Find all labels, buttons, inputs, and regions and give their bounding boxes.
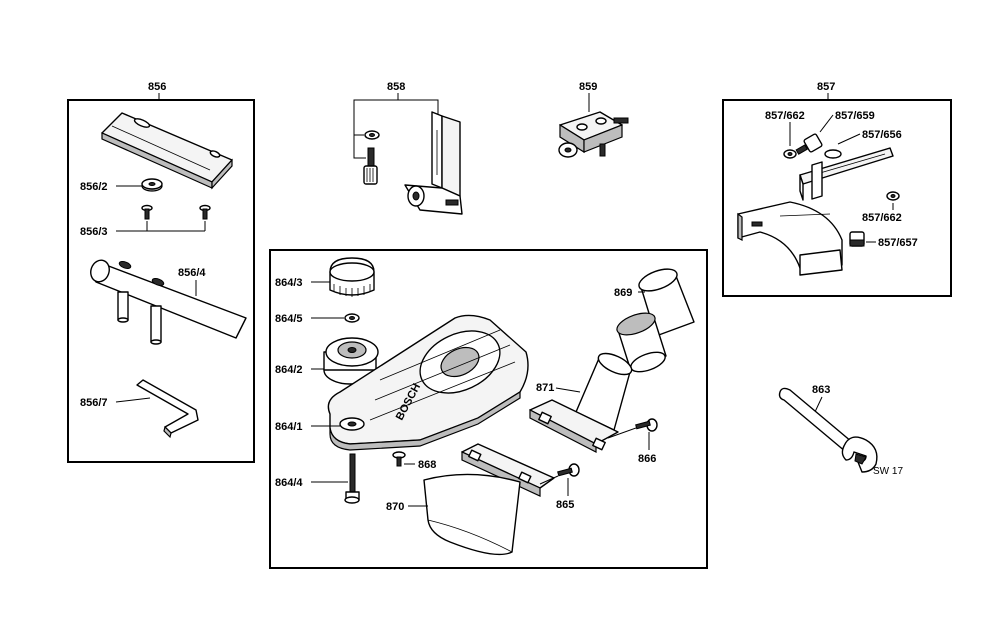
part-869-pipe xyxy=(616,268,695,373)
group-label-856: 856 xyxy=(148,81,166,93)
part-863-wrench xyxy=(778,387,878,473)
label-857-657: 857/657 xyxy=(878,237,918,249)
leader-858 xyxy=(353,99,439,135)
part-870-hood xyxy=(423,443,555,556)
group-label-863: 863 xyxy=(812,384,830,396)
group-857: 857 857/662 857/659 857/656 857/662 857/… xyxy=(722,81,952,297)
label-870: 870 xyxy=(386,501,404,513)
group-863: 863 SW 17 xyxy=(778,384,903,477)
label-871: 871 xyxy=(536,382,554,394)
part-864-4-bolt xyxy=(344,453,360,504)
label-857-662b: 857/662 xyxy=(862,212,902,224)
label-857-662a: 857/662 xyxy=(765,110,805,122)
part-858-bracket xyxy=(404,111,463,215)
part-856-7-hex-key xyxy=(136,379,199,439)
part-859-guide xyxy=(558,111,629,158)
part-871-adapter xyxy=(529,352,633,453)
label-864-4: 864/4 xyxy=(275,477,303,489)
label-864-5: 864/5 xyxy=(275,313,303,325)
part-857-656-disk xyxy=(824,149,842,159)
label-856-7: 856/7 xyxy=(80,397,108,409)
group-box-main xyxy=(269,249,708,569)
part-857-base xyxy=(737,201,843,276)
label-864-2: 864/2 xyxy=(275,364,303,376)
part-857-659-knob xyxy=(795,133,823,155)
group-main-base: 864/3 864/5 864/2 BOSCH 864/1 xyxy=(269,249,708,569)
label-868: 868 xyxy=(418,459,436,471)
label-856-4: 856/4 xyxy=(178,267,206,279)
label-866: 866 xyxy=(638,453,656,465)
part-865-screw xyxy=(557,463,580,477)
part-856-4-rail xyxy=(90,259,247,345)
part-857-657-clamp xyxy=(849,231,865,247)
label-869: 869 xyxy=(614,287,632,299)
label-857-656: 857/656 xyxy=(862,129,902,141)
group-858: 858 xyxy=(353,81,463,215)
group-box-857 xyxy=(722,99,952,297)
part-856-3-screws xyxy=(141,204,211,220)
label-864-1: 864/1 xyxy=(275,421,303,433)
part-856-plate xyxy=(101,112,233,190)
part-864-3-knob xyxy=(329,257,375,297)
group-859: 859 xyxy=(558,81,629,158)
label-sw17: SW 17 xyxy=(873,466,903,477)
label-864-3: 864/3 xyxy=(275,277,303,289)
part-868-screw xyxy=(392,451,406,467)
label-857-659: 857/659 xyxy=(835,110,875,122)
group-856: 856 856/2 856/3 xyxy=(67,81,255,463)
part-864-1-base-plate xyxy=(327,314,529,451)
part-866-screw xyxy=(635,418,658,432)
part-858-screw xyxy=(363,147,378,185)
label-856-2: 856/2 xyxy=(80,181,108,193)
part-856-2-washer xyxy=(141,178,163,192)
label-856-3: 856/3 xyxy=(80,226,108,238)
part-857-fence xyxy=(799,147,894,201)
part-864-2-cam xyxy=(323,337,379,385)
group-box-856 xyxy=(67,99,255,463)
leader-856-7 xyxy=(115,397,151,403)
group-label-857: 857 xyxy=(817,81,835,93)
label-865: 865 xyxy=(556,499,574,511)
group-label-859: 859 xyxy=(579,81,597,93)
group-label-858: 858 xyxy=(387,81,405,93)
